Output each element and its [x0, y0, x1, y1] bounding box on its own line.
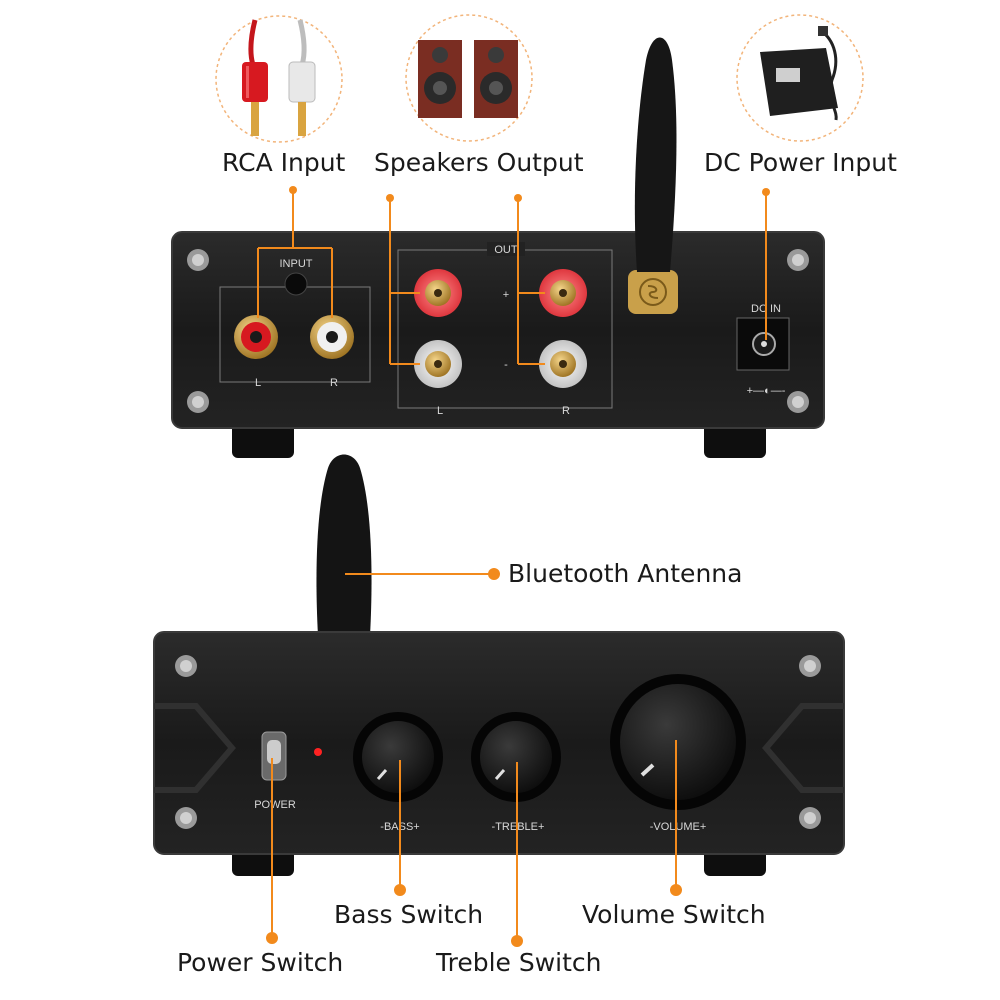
input-selector[interactable]	[284, 272, 308, 296]
dc-jack[interactable]	[736, 317, 790, 371]
power-adapter-icon	[736, 14, 864, 142]
screw-icon	[175, 655, 821, 829]
rear-foot-left	[232, 420, 294, 458]
volume-switch-callout: Volume Switch	[582, 900, 766, 929]
rca-jack-left[interactable]	[234, 315, 278, 359]
volume-knob[interactable]	[610, 674, 746, 810]
power-toggle-switch[interactable]	[261, 731, 287, 781]
speaker-terminal-left-plus[interactable]	[414, 269, 462, 317]
screw-icon	[187, 249, 809, 413]
out-right-label: R	[562, 405, 570, 417]
bluetooth-logo-icon	[628, 270, 678, 314]
treble-switch-callout: Treble Switch	[436, 948, 602, 977]
speakers-output-callout: Speakers Output	[374, 148, 584, 177]
front-panel: POWER -BASS+ -TREBLE+ -VOLUME+	[153, 631, 845, 876]
speakers-icon	[405, 14, 533, 142]
polarity-label: +—◐—-	[747, 385, 786, 397]
plus-label: +	[503, 289, 509, 301]
front-antenna	[316, 454, 372, 636]
dc-power-input-callout: DC Power Input	[704, 148, 897, 177]
leader-dots	[266, 186, 770, 947]
input-right-label: R	[330, 377, 338, 389]
treble-knob[interactable]	[471, 712, 561, 802]
speaker-terminal-right-plus[interactable]	[539, 269, 587, 317]
minus-label: -	[504, 359, 508, 371]
rca-input-callout: RCA Input	[222, 148, 346, 177]
speaker-terminal-left-minus[interactable]	[414, 340, 462, 388]
leader-lines	[257, 188, 767, 940]
volume-label: -VOLUME+	[650, 821, 707, 833]
bass-knob[interactable]	[353, 712, 443, 802]
out-label: OUT	[494, 244, 518, 256]
rear-antenna	[634, 37, 677, 272]
power-switch-callout: Power Switch	[177, 948, 344, 977]
rca-jack-right[interactable]	[310, 315, 354, 359]
bass-switch-callout: Bass Switch	[334, 900, 484, 929]
power-led	[314, 748, 322, 756]
bluetooth-antenna-callout: Bluetooth Antenna	[508, 559, 743, 588]
input-label: INPUT	[280, 258, 313, 270]
power-label: POWER	[254, 799, 296, 811]
rca-cable-icon	[215, 15, 343, 143]
rear-panel: INPUT L R OUT + - L R	[171, 231, 825, 458]
speaker-terminal-right-minus[interactable]	[539, 340, 587, 388]
input-left-label: L	[255, 377, 261, 389]
rear-foot-right	[704, 420, 766, 458]
out-left-label: L	[437, 405, 443, 417]
